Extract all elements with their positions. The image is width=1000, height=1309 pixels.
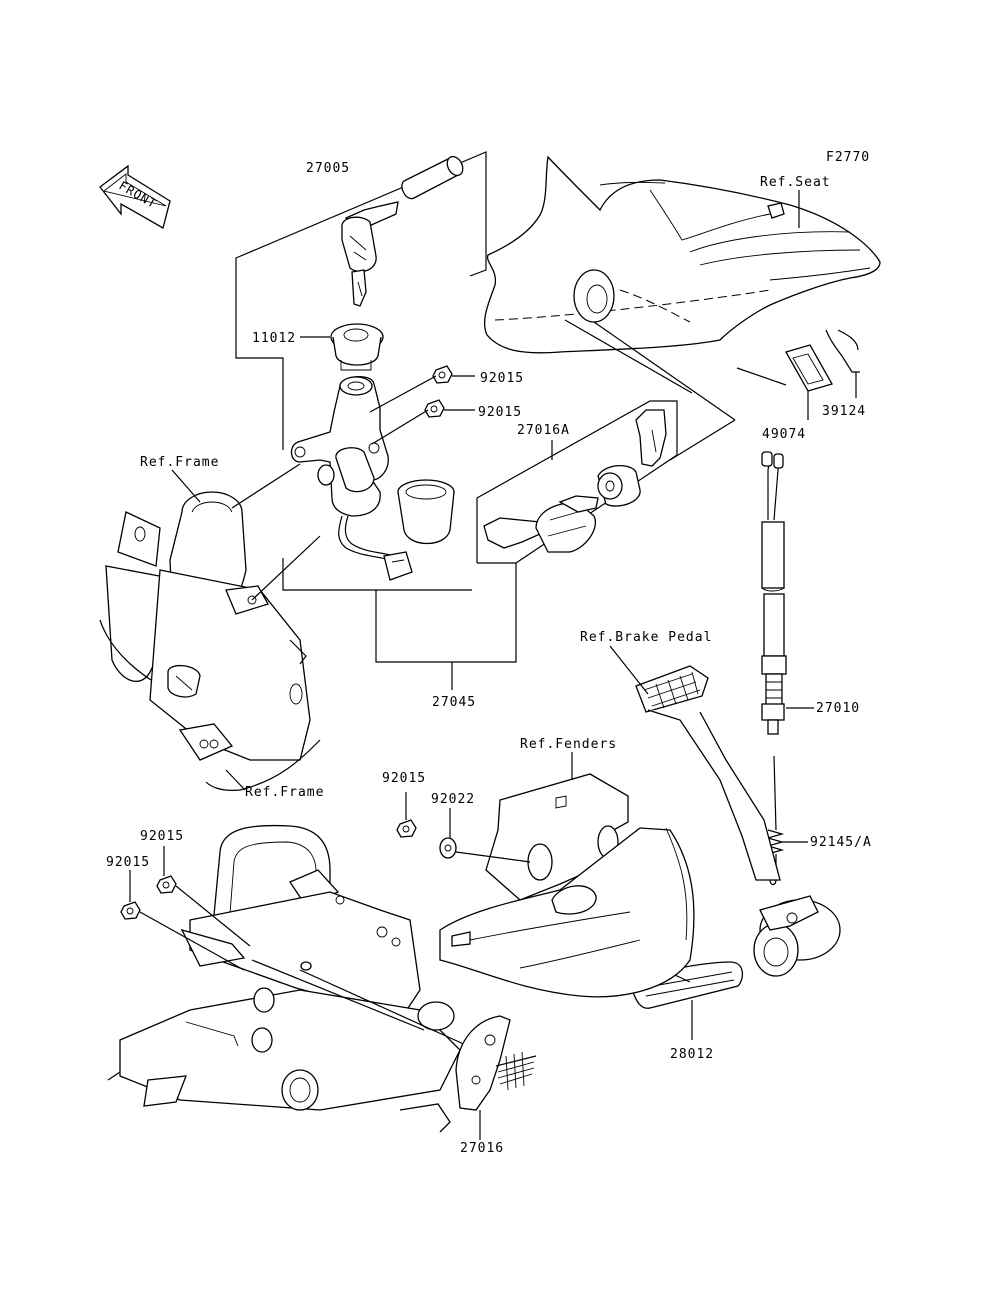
ref-seat-label: Ref.Seat bbox=[760, 175, 831, 190]
nut-92015-b bbox=[424, 399, 445, 418]
ref-brake-pedal-label: Ref.Brake Pedal bbox=[580, 630, 712, 645]
steering-head-frame bbox=[99, 491, 321, 791]
part-label-49074: 49074 bbox=[762, 427, 806, 442]
fenders-bracket-part bbox=[439, 773, 695, 998]
part-label-39124: 39124 bbox=[822, 404, 866, 419]
part-label-92022: 92022 bbox=[431, 792, 475, 807]
part-27016-seat-lock bbox=[399, 1015, 537, 1133]
washer-92022 bbox=[439, 837, 457, 859]
nut-92015-d bbox=[156, 875, 177, 894]
part-11012-cap bbox=[330, 323, 384, 371]
part-label-92145A: 92145/A bbox=[810, 835, 872, 850]
rear-subframe-part bbox=[107, 824, 461, 1111]
ref-fenders-label: Ref.Fenders bbox=[520, 737, 617, 752]
bracket-27005 bbox=[235, 151, 487, 591]
part-label-27045: 27045 bbox=[432, 695, 476, 710]
part-39124-hook bbox=[825, 329, 860, 398]
part-label-92015-c: 92015 bbox=[382, 771, 426, 786]
part-label-92015-e: 92015 bbox=[106, 855, 150, 870]
bracket-27045 bbox=[375, 563, 517, 690]
nut-92015-e bbox=[120, 901, 141, 920]
part-49074-plate bbox=[785, 344, 833, 420]
part-label-27016A: 27016A bbox=[517, 423, 570, 438]
part-label-92015-a: 92015 bbox=[480, 371, 524, 386]
part-label-27005: 27005 bbox=[306, 161, 350, 176]
switch-cover-cup bbox=[397, 479, 455, 544]
figure-code: F2770 bbox=[826, 150, 870, 165]
part-label-92015-d: 92015 bbox=[140, 829, 184, 844]
seat-lock-hole bbox=[573, 269, 615, 323]
nut-92015-c bbox=[396, 819, 417, 838]
part-27016A-lock-set bbox=[483, 409, 667, 553]
ignition-switch-body bbox=[290, 376, 413, 581]
nut-92015-a bbox=[432, 365, 453, 384]
part-label-27016: 27016 bbox=[460, 1141, 504, 1156]
part-label-92015-b: 92015 bbox=[478, 405, 522, 420]
ref-frame-top-label: Ref.Frame bbox=[140, 455, 219, 470]
part-27005-key-set bbox=[341, 155, 464, 307]
seat-cover-part bbox=[483, 155, 881, 354]
front-arrow-icon: FRONT bbox=[99, 164, 171, 229]
part-27010-brake-switch bbox=[761, 451, 787, 735]
part-label-27010: 27010 bbox=[816, 701, 860, 716]
part-label-11012: 11012 bbox=[252, 331, 296, 346]
part-label-28012: 28012 bbox=[670, 1047, 714, 1062]
ref-frame-bottom-label: Ref.Frame bbox=[245, 785, 324, 800]
brake-pedal-part bbox=[635, 665, 841, 977]
